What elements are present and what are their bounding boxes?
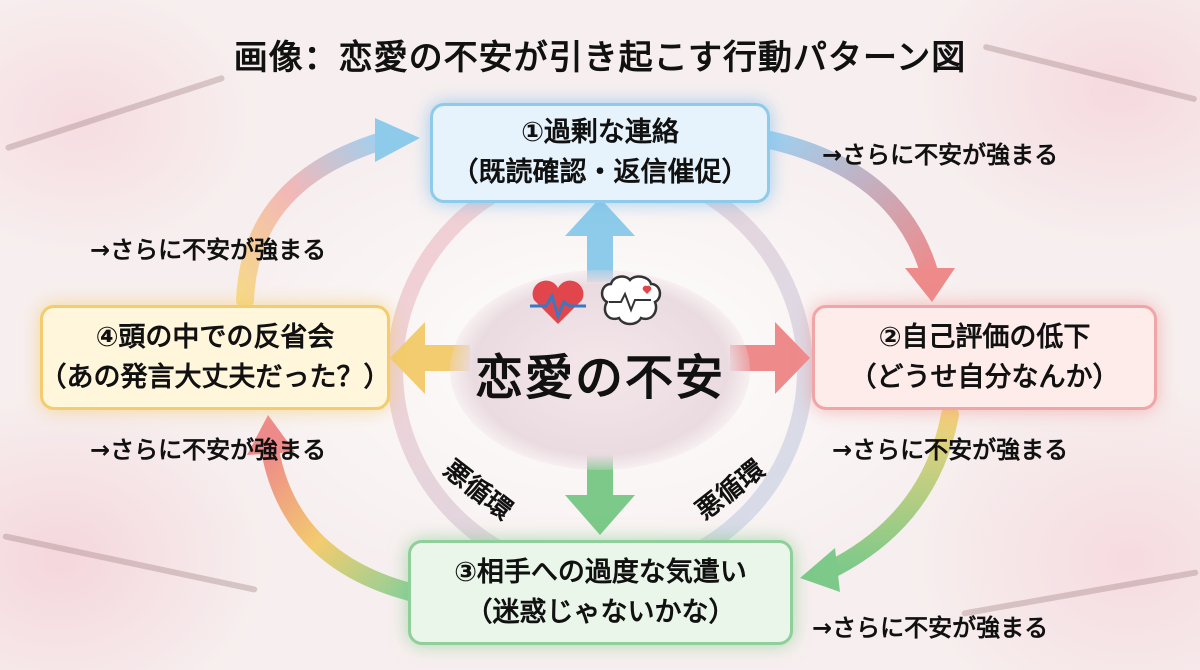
note-after-step-3: →さらに不安が強まる xyxy=(812,614,1049,642)
note-after-step-4: →さらに不安が強まる xyxy=(90,436,327,464)
brain-pulse-icon xyxy=(600,275,662,326)
note-after-step-1: →さらに不安が強まる xyxy=(822,141,1059,169)
step-2-box: ②自己評価の低下 （どうせ自分なんか） xyxy=(812,305,1157,410)
step-2-detail: （どうせ自分なんか） xyxy=(849,361,1120,393)
step-3-box: ③相手への過度な気遣い （迷惑じゃないかな） xyxy=(408,540,793,645)
arc-1-to-2 xyxy=(761,131,939,284)
note-before-step-1: →さらに不安が強まる xyxy=(90,236,327,264)
note-after-step-2: →さらに不安が強まる xyxy=(832,436,1069,464)
step-1-title: ①過剰な連絡 xyxy=(521,117,679,148)
arrowhead-to-1 xyxy=(375,118,420,162)
step-2-title: ②自己評価の低下 xyxy=(878,321,1091,353)
center-label: 恋愛の不安 xyxy=(474,350,725,406)
step-4-detail: （あの発言大丈夫だった？） xyxy=(39,361,391,393)
step-1-box: ①過剰な連絡 （既読確認・返信催促） xyxy=(430,103,770,203)
diagram-title: 画像：恋愛の不安が引き起こす行動パターン図 xyxy=(233,38,967,78)
arrowhead-to-3 xyxy=(800,548,840,592)
step-4-title: ④頭の中での反省会 xyxy=(95,321,335,353)
step-4-box: ④頭の中での反省会 （あの発言大丈夫だった？） xyxy=(39,305,391,410)
arc-3-to-4 xyxy=(261,441,419,601)
arc-4-to-1 xyxy=(236,131,394,309)
center-arrow-right-head xyxy=(775,322,810,394)
center-arrow-down-head xyxy=(565,495,635,535)
center-arrow-left-head xyxy=(390,322,425,394)
step-1-detail: （既読確認・返信催促） xyxy=(451,157,749,188)
arrowhead-to-4 xyxy=(247,415,295,455)
heart-pulse-icon xyxy=(530,280,586,324)
arc-2-to-3 xyxy=(821,406,959,579)
step-3-detail: （迷惑じゃないかな） xyxy=(465,596,736,628)
center-cloud xyxy=(450,270,750,470)
center-arrow-up-head xyxy=(565,198,635,236)
step-3-title: ③相手への過度な気遣い xyxy=(454,556,747,588)
arrowhead-to-2 xyxy=(905,268,955,302)
